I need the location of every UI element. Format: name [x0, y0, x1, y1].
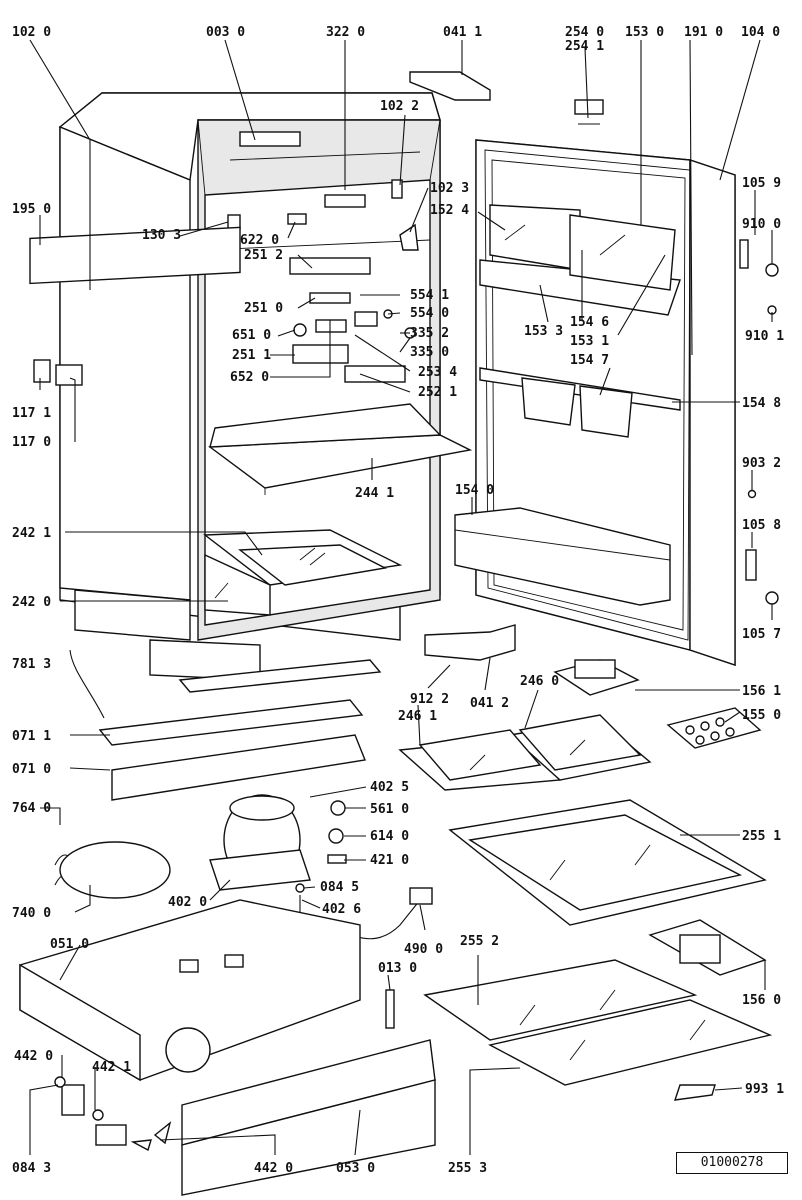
part-label: 152 4 [430, 203, 469, 218]
part-label: 154 8 [742, 396, 781, 411]
fridge-door [409, 71, 779, 666]
part-label: 402 0 [168, 895, 207, 910]
part-label: 614 0 [370, 829, 409, 844]
part-label: 912 2 [410, 692, 449, 707]
part-label: 910 1 [745, 329, 784, 344]
part-label: 117 0 [12, 435, 51, 450]
part-label: 561 0 [370, 802, 409, 817]
part-label: 740 0 [12, 906, 51, 921]
part-label: 154 6 [570, 315, 609, 330]
part-label: 153 1 [570, 334, 609, 349]
part-label: 155 0 [742, 708, 781, 723]
part-label: 242 1 [12, 526, 51, 541]
part-label: 421 0 [370, 853, 409, 868]
fridge-cabinet [58, 92, 473, 681]
part-label: 442 1 [92, 1060, 131, 1075]
part-label: 554 0 [410, 306, 449, 321]
part-label: 255 1 [742, 829, 781, 844]
part-label: 154 7 [570, 353, 609, 368]
part-label: 251 0 [244, 301, 283, 316]
part-labels: 102 0 003 0 322 0 041 1 254 0 254 1 153 … [12, 25, 784, 1176]
part-label: 242 0 [12, 595, 51, 610]
part-label: 084 3 [12, 1161, 51, 1176]
part-label: 156 0 [742, 993, 781, 1008]
part-label: 554 1 [410, 288, 449, 303]
part-label: 335 2 [410, 326, 449, 341]
part-label: 402 5 [370, 780, 409, 795]
part-label: 253 4 [418, 365, 457, 380]
part-label: 102 2 [380, 99, 419, 114]
reference-code-box: 01000278 [676, 1152, 788, 1174]
part-label: 003 0 [206, 25, 245, 40]
part-label: 071 1 [12, 729, 51, 744]
part-label: 156 1 [742, 684, 781, 699]
part-label: 442 0 [14, 1049, 53, 1064]
part-label: 246 1 [398, 709, 437, 724]
part-label: 154 0 [455, 483, 494, 498]
part-label: 105 8 [742, 518, 781, 533]
part-label: 105 9 [742, 176, 781, 191]
part-label: 993 1 [745, 1082, 784, 1097]
part-label: 071 0 [12, 762, 51, 777]
part-label: 442 0 [254, 1161, 293, 1176]
part-label: 104 0 [741, 25, 780, 40]
part-label: 903 2 [742, 456, 781, 471]
part-label: 105 7 [742, 627, 781, 642]
part-label: 251 2 [244, 248, 283, 263]
part-label: 102 3 [430, 181, 469, 196]
part-label: 053 0 [336, 1161, 375, 1176]
part-label: 651 0 [232, 328, 271, 343]
part-label: 195 0 [12, 202, 51, 217]
part-label: 013 0 [378, 961, 417, 976]
part-label: 490 0 [404, 942, 443, 957]
part-label: 244 1 [355, 486, 394, 501]
part-label: 251 1 [232, 348, 271, 363]
part-label: 652 0 [230, 370, 269, 385]
part-label: 102 0 [12, 25, 51, 40]
part-label: 117 1 [12, 406, 51, 421]
part-label: 335 0 [410, 345, 449, 360]
part-label: 622 0 [240, 233, 279, 248]
part-label: 130 3 [142, 228, 181, 243]
part-label: 051 0 [50, 937, 89, 952]
part-label: 402 6 [322, 902, 361, 917]
spare-parts [19, 226, 773, 1196]
part-label: 254 0 [565, 25, 604, 40]
part-label: 084 5 [320, 880, 359, 895]
part-label: 041 2 [470, 696, 509, 711]
part-label: 910 0 [742, 217, 781, 232]
part-label: 246 0 [520, 674, 559, 689]
part-label: 255 2 [460, 934, 499, 949]
part-label: 781 3 [12, 657, 51, 672]
part-label: 252 1 [418, 385, 457, 400]
part-label: 255 3 [448, 1161, 487, 1176]
part-label: 254 1 [565, 39, 604, 54]
part-label: 191 0 [684, 25, 723, 40]
part-label: 041 1 [443, 25, 482, 40]
part-label: 153 3 [524, 324, 563, 339]
part-label: 153 0 [625, 25, 664, 40]
part-label: 322 0 [326, 25, 365, 40]
part-label: 764 0 [12, 801, 51, 816]
leader-lines [29, 39, 773, 1156]
